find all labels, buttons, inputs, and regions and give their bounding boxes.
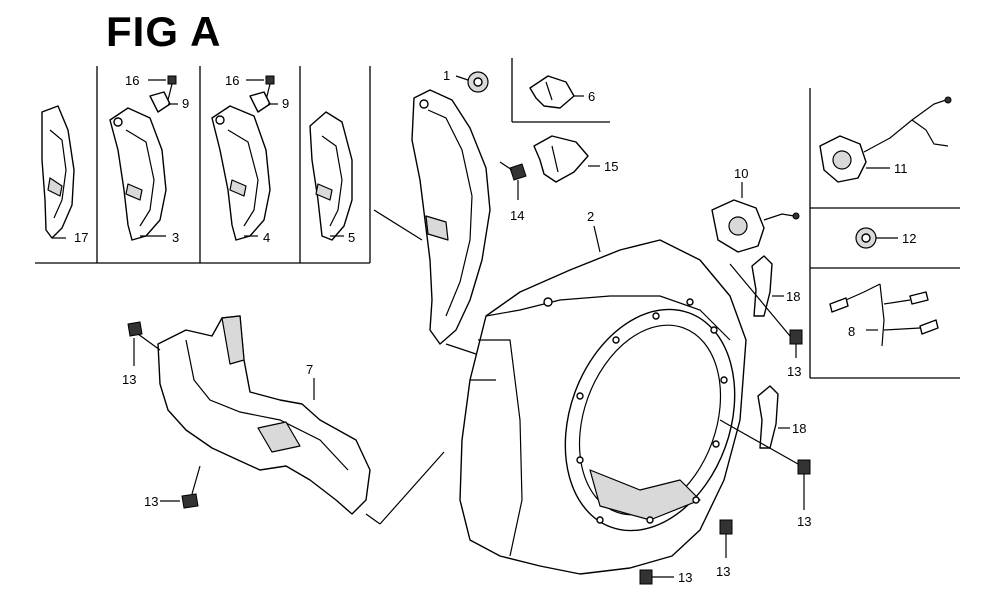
figure-title: FIG A bbox=[106, 8, 222, 55]
callout-4: 4 bbox=[263, 230, 270, 245]
callout-13-d: 13 bbox=[797, 514, 811, 529]
callout-13-c: 13 bbox=[787, 364, 801, 379]
callout-13-a: 13 bbox=[122, 372, 136, 387]
part-14-bolt bbox=[499, 161, 527, 200]
inset-frame-middle bbox=[511, 58, 610, 123]
part-13-bolt-c bbox=[729, 263, 803, 358]
callout-12: 12 bbox=[902, 231, 916, 246]
part-8-harness bbox=[829, 283, 939, 347]
part-12-grommet bbox=[855, 227, 898, 249]
clip-9-right bbox=[249, 91, 278, 113]
callout-13-b: 13 bbox=[144, 494, 158, 509]
inset-frame-right bbox=[809, 88, 960, 379]
callout-2: 2 bbox=[587, 209, 594, 224]
part-13-bolt-d bbox=[719, 419, 811, 510]
part-5-shroud bbox=[309, 111, 353, 241]
callout-1: 1 bbox=[443, 68, 450, 83]
callout-15: 15 bbox=[604, 159, 618, 174]
part-18-bracket-lower bbox=[757, 385, 790, 449]
part-6-clamp bbox=[529, 75, 584, 109]
callout-5: 5 bbox=[348, 230, 355, 245]
part-13-bolt-f bbox=[639, 569, 674, 585]
part-13-bolt-e bbox=[719, 519, 733, 558]
callout-18-lower: 18 bbox=[792, 421, 806, 436]
bolt-16-left bbox=[148, 75, 177, 101]
part-13-bolt-b bbox=[160, 465, 201, 509]
bolt-16-right bbox=[246, 75, 275, 101]
callout-13-e: 13 bbox=[716, 564, 730, 579]
callout-9-right: 9 bbox=[282, 96, 289, 111]
callout-7: 7 bbox=[306, 362, 313, 377]
part-4-shroud bbox=[211, 105, 271, 241]
callout-8: 8 bbox=[848, 324, 855, 339]
inset-frame-left bbox=[35, 66, 371, 264]
part-3-shroud bbox=[109, 107, 167, 241]
part-17-shroud bbox=[41, 105, 75, 239]
callout-16-right: 16 bbox=[225, 73, 239, 88]
part-10-switch bbox=[711, 182, 800, 253]
part-11-sensor bbox=[819, 96, 952, 183]
part-15-clamp bbox=[533, 135, 600, 183]
callout-13-f: 13 bbox=[678, 570, 692, 585]
part-7-bracket bbox=[157, 315, 381, 525]
callout-3: 3 bbox=[172, 230, 179, 245]
callout-9-left: 9 bbox=[182, 96, 189, 111]
callout-11: 11 bbox=[894, 161, 908, 176]
clip-9-left bbox=[149, 91, 178, 113]
part-1-nut bbox=[455, 71, 489, 93]
part-13-bolt-a bbox=[127, 321, 161, 366]
callout-17: 17 bbox=[74, 230, 88, 245]
callout-14: 14 bbox=[510, 208, 524, 223]
callout-10: 10 bbox=[734, 166, 748, 181]
callout-16-left: 16 bbox=[125, 73, 139, 88]
part-18-bracket-upper bbox=[751, 255, 784, 317]
callout-6: 6 bbox=[588, 89, 595, 104]
part-2-fan-housing bbox=[379, 225, 747, 575]
center-shroud-piece bbox=[373, 89, 491, 357]
callout-18-upper: 18 bbox=[786, 289, 800, 304]
